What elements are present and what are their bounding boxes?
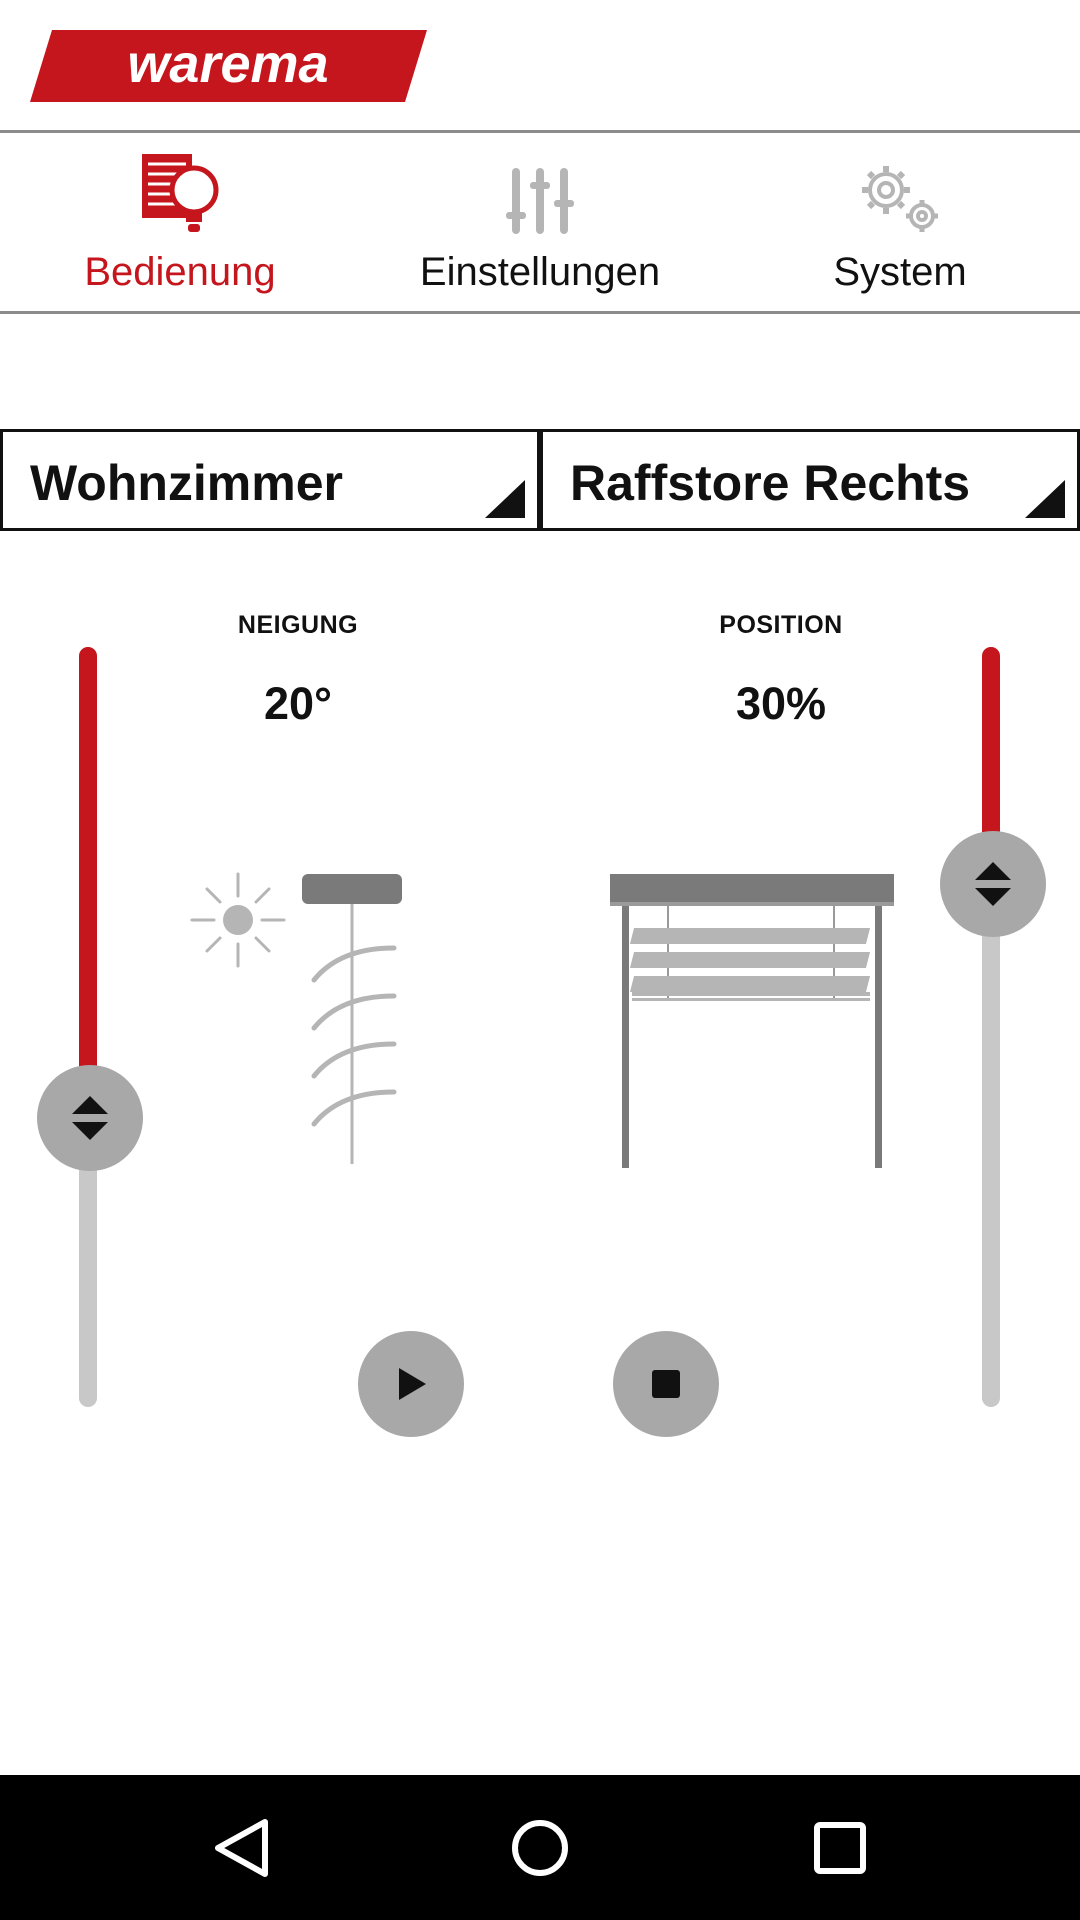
slat-tilt-illustration [300, 872, 410, 1172]
tab-label: Bedienung [84, 250, 276, 294]
home-circle-icon [512, 1819, 568, 1876]
position-slider-handle[interactable] [940, 831, 1046, 937]
sun-icon [190, 872, 286, 973]
nav-recents-button[interactable] [770, 1775, 910, 1920]
dropdown-corner-icon [1025, 480, 1065, 518]
nav-home-button[interactable] [470, 1775, 610, 1920]
warema-logo: warema [30, 30, 427, 102]
play-button[interactable] [358, 1331, 464, 1437]
header-divider [0, 130, 1080, 133]
recents-square-icon [814, 1821, 866, 1874]
tab-einstellungen[interactable]: Einstellungen [400, 150, 680, 310]
tab-bedienung[interactable]: Bedienung [60, 150, 300, 310]
sliders-icon [504, 150, 576, 236]
device-dropdown[interactable]: Raffstore Rechts [540, 429, 1080, 531]
tilt-slider-fill [79, 647, 97, 1117]
gears-icon [858, 150, 942, 236]
tab-system[interactable]: System [780, 150, 1020, 310]
device-selected-value: Raffstore Rechts [570, 455, 971, 511]
room-selected-value: Wohnzimmer [30, 455, 343, 511]
navigation-bar [0, 1775, 1080, 1920]
tab-label: Einstellungen [419, 250, 661, 294]
tilt-slider-handle[interactable] [37, 1065, 143, 1171]
tab-label: System [833, 250, 967, 294]
room-dropdown[interactable]: Wohnzimmer [0, 429, 540, 531]
tilt-value: 20° [263, 678, 333, 729]
up-down-arrows-icon [72, 1096, 108, 1140]
control-bulb-icon [140, 150, 220, 236]
position-value: 30% [735, 678, 827, 729]
stop-icon [652, 1370, 680, 1398]
position-slider-fill [982, 647, 1000, 887]
up-down-arrows-icon [975, 862, 1011, 906]
position-label: POSITION [719, 611, 843, 639]
tabs-divider [0, 311, 1080, 314]
logo-text: warema [127, 34, 328, 94]
blind-position-illustration [608, 872, 898, 1177]
tilt-label: NEIGUNG [237, 611, 359, 639]
nav-back-button[interactable] [171, 1775, 311, 1920]
play-icon [399, 1368, 426, 1400]
stop-button[interactable] [613, 1331, 719, 1437]
back-triangle-icon [215, 1818, 268, 1877]
dropdown-corner-icon [485, 480, 525, 518]
